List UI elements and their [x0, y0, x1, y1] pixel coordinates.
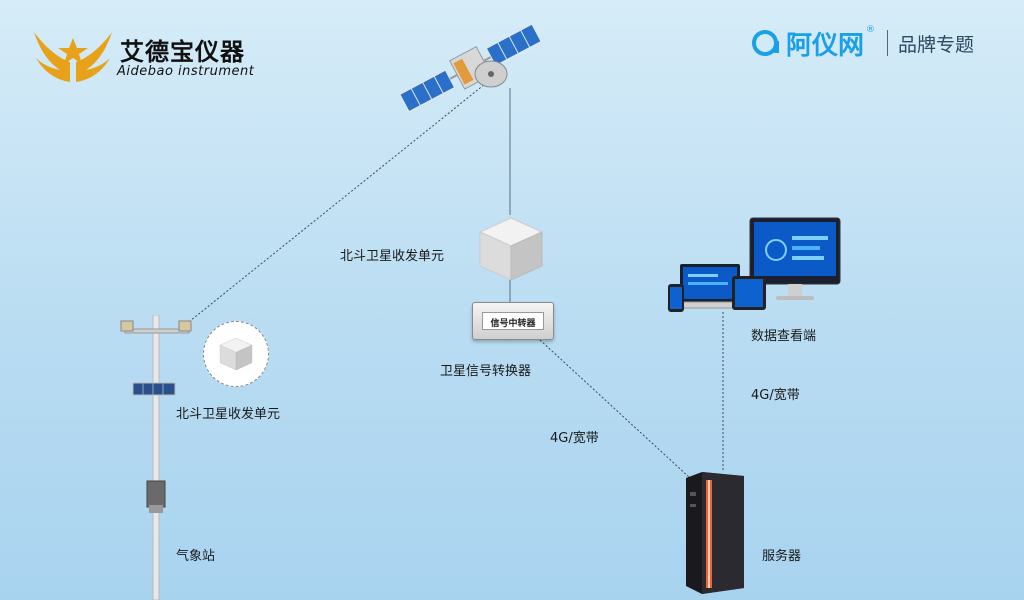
link-4g-left-label: 4G/宽带	[550, 431, 599, 446]
beidou-unit-station-cube-icon	[219, 337, 253, 371]
beidou-unit-cube-icon	[478, 217, 544, 281]
beidou-unit-top-label: 北斗卫星收发单元	[340, 249, 445, 264]
site-logo-icon	[752, 30, 779, 56]
brand-name-en: Aidebao instrument	[117, 64, 255, 79]
converter-plate: 信号中转器	[482, 312, 544, 330]
converter-device: 信号中转器	[472, 302, 554, 340]
beidou-unit-station-label: 北斗卫星收发单元	[176, 407, 281, 422]
server-label: 服务器	[762, 549, 802, 564]
link-satellite-station	[184, 79, 491, 326]
site-name: 阿仪网	[786, 30, 865, 61]
registered-mark: ®	[866, 25, 876, 35]
weather-station-icon	[120, 315, 192, 600]
site-topic: 品牌专题	[898, 33, 975, 56]
site-logo[interactable]: 阿仪网 ® 品牌专题	[752, 25, 974, 61]
server-icon	[686, 472, 744, 594]
brand-name-cn: 艾德宝仪器	[120, 38, 245, 66]
brand-logo-icon	[34, 32, 112, 82]
data-terminal-devices-icon	[667, 217, 841, 312]
link-4g-right-label: 4G/宽带	[751, 388, 800, 403]
converter-label: 卫星信号转换器	[440, 364, 532, 379]
beidou-unit-station-bubble	[203, 321, 269, 387]
data-terminal-label: 数据查看端	[751, 329, 817, 344]
converter-plate-text: 信号中转器	[490, 319, 536, 329]
satellite-icon	[398, 22, 543, 113]
weather-station-label: 气象站	[176, 549, 216, 564]
logo-separator	[887, 30, 889, 56]
link-converter-server	[539, 339, 691, 479]
